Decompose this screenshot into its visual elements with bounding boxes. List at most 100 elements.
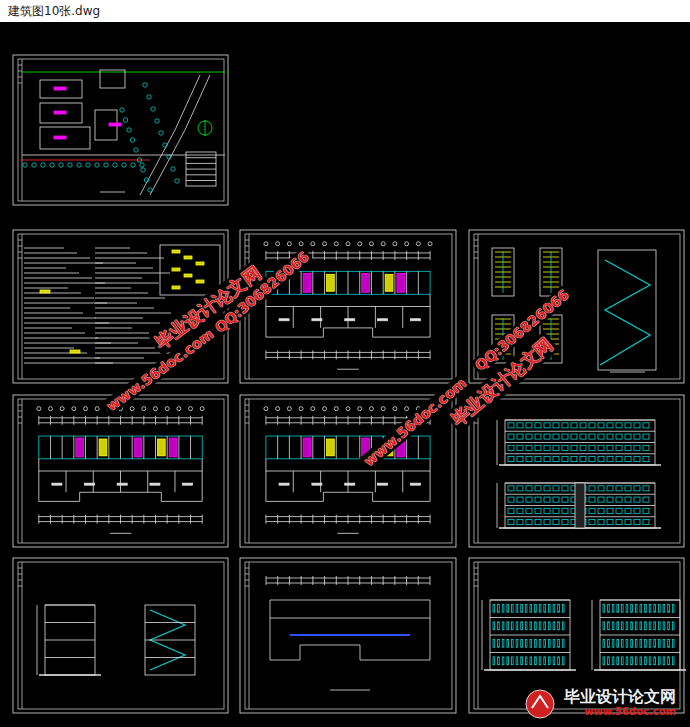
window [530,604,532,612]
dimension-tick [155,416,156,425]
table-cell-mark [184,274,192,277]
window [635,622,637,630]
stair-block [303,438,311,457]
dimension-tick [312,576,313,585]
window [562,486,568,491]
window [517,520,523,525]
tree [120,108,124,112]
dimension-tick [418,350,419,359]
window [525,657,527,665]
room-tag [183,483,193,485]
axis-bubble [311,242,315,246]
title-strip [245,240,249,241]
dimension-tick [38,416,39,425]
ground-line [39,674,101,675]
title-strip [474,574,478,575]
title-strip [18,246,22,247]
window [640,657,642,665]
tree [41,163,45,167]
window [521,657,523,665]
tree [167,155,171,159]
window [607,486,613,491]
window [607,497,613,502]
window [607,508,613,513]
window [83,662,84,670]
stair-block [303,273,311,292]
title-strip [18,65,22,66]
title-strip [245,423,249,424]
note-text-line [24,328,72,329]
window [508,520,514,525]
window [508,457,514,462]
dimension-tick [178,416,179,425]
tree [163,143,167,147]
dimension-tick [371,416,372,425]
dimension-tick [120,515,121,524]
dimension-tick [301,515,302,524]
partition-wall [85,436,86,459]
drawing-sheet [469,230,684,383]
table-rule [186,163,216,164]
partition-wall [312,271,313,294]
window [544,639,546,647]
window [525,622,527,630]
dimension-tick [394,251,395,260]
window [498,604,500,612]
drawing-sheet [469,558,686,713]
window [616,486,622,491]
title-strip [245,586,249,587]
sheet-frame [245,234,452,379]
dimension-tick [383,416,384,425]
dimension-tick [371,251,372,260]
window [635,657,637,665]
window [83,644,84,652]
tree [104,163,108,167]
road-edge [22,155,225,156]
window [67,662,68,670]
window [64,644,65,652]
partition-wall [359,271,360,294]
window [571,423,577,428]
ground-line [594,669,686,670]
note-text-line [24,278,92,279]
window [571,457,577,462]
floor-line [600,600,680,601]
window [553,497,559,502]
room-tag [378,319,388,321]
window [81,662,82,670]
road-edge [150,75,210,195]
window [553,604,555,612]
window [663,639,665,647]
window [643,508,649,513]
note-text-line [95,328,132,329]
window [530,622,532,630]
window [631,657,633,665]
window [535,434,541,439]
dimension-tick [120,416,121,425]
compass [205,120,206,136]
stair-block [134,438,142,457]
floor-line [490,635,570,636]
window [70,644,71,652]
window [659,657,661,665]
tree [50,163,54,167]
title-strip [22,234,23,379]
window [493,639,495,647]
gutter-line [270,618,430,619]
window [508,423,514,428]
title-strip [474,240,478,241]
window [498,657,500,665]
floor-line [45,640,95,641]
window [635,604,637,612]
floor-line [490,600,570,601]
logo-name: 毕业设计论文网 [564,688,676,706]
window [649,657,651,665]
dimension-tick [394,350,395,359]
window [562,434,568,439]
stair-rail [551,251,552,293]
note-text-line [95,278,142,279]
note-text-line [24,248,64,249]
dimension-tick [371,350,372,359]
dimension-tick [348,251,349,260]
window [622,639,624,647]
